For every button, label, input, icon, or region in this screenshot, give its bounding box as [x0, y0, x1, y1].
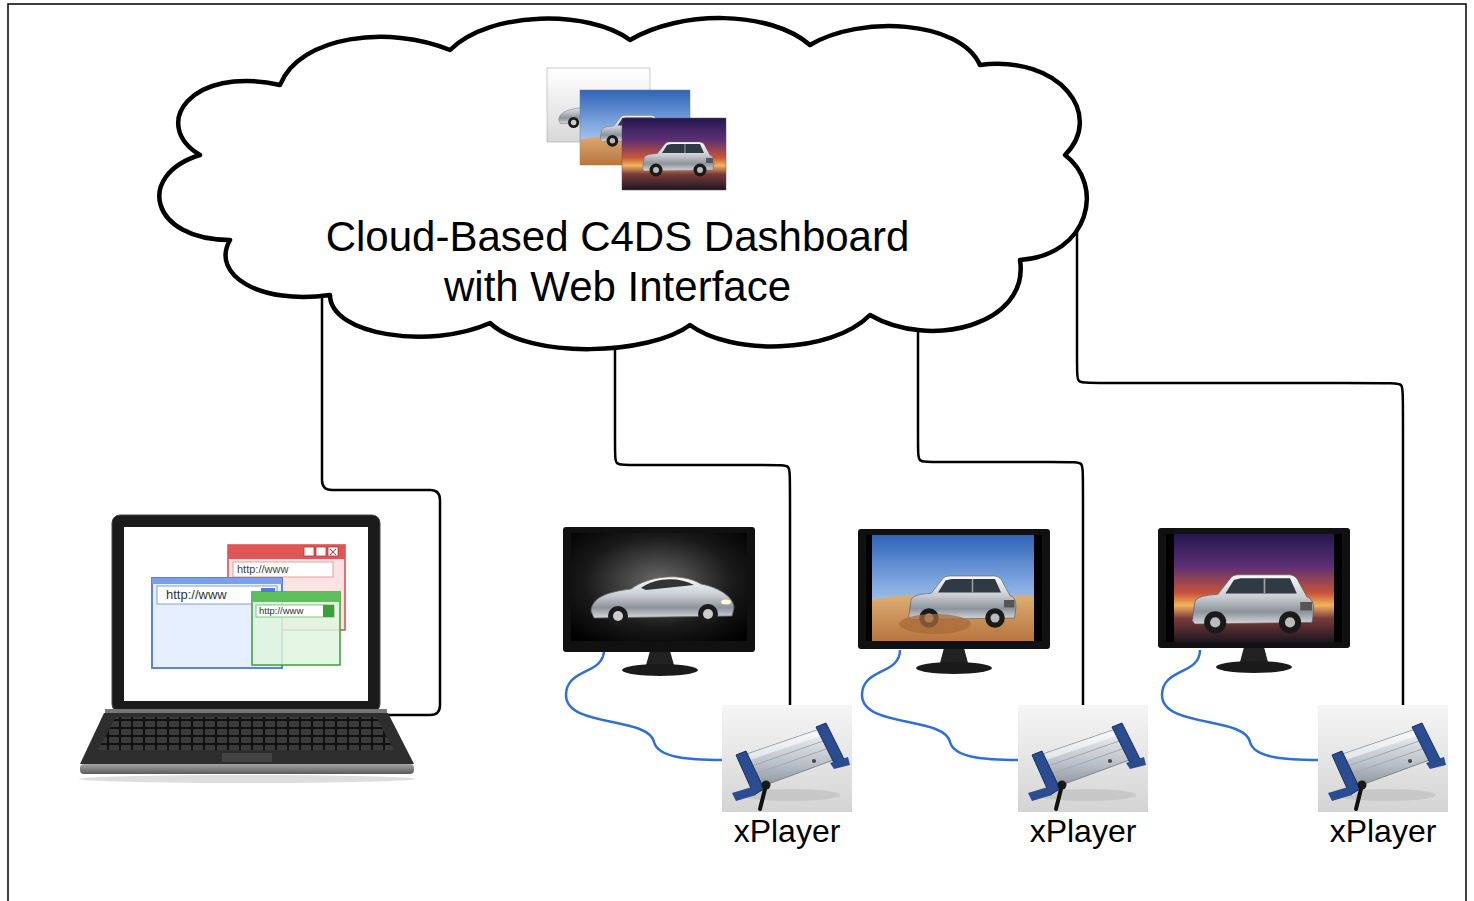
- display-monitor: [858, 529, 1050, 674]
- device-ridge: [1351, 748, 1425, 774]
- url-text: http://www: [237, 562, 288, 577]
- device-flange: [830, 757, 850, 769]
- xplayer-photo: [1018, 705, 1148, 812]
- close-cross: [330, 549, 336, 555]
- device-label: xPlayer: [734, 813, 841, 850]
- device-endcap: [1412, 723, 1440, 763]
- xplayer-device: xPlayer: [722, 705, 852, 850]
- video-cable: [862, 650, 1018, 760]
- xplayer-device: xPlayer: [1318, 705, 1448, 850]
- monitor-neck: [1240, 647, 1268, 662]
- cloud-title: Cloud-Based C4DS Dashboard with Web Inte…: [308, 212, 928, 312]
- window-button: [316, 547, 326, 556]
- url-bar: [256, 605, 334, 617]
- screen-photo: [1174, 534, 1334, 642]
- device-ridge: [755, 748, 829, 774]
- monitor-neck: [646, 651, 674, 665]
- laptop-base: [80, 713, 414, 764]
- photo-ground: [722, 705, 852, 812]
- cloud-ground: [159, 18, 1086, 349]
- monitor-screen: [866, 535, 1042, 641]
- display-monitor: [563, 527, 755, 676]
- monitor-screen: [571, 533, 747, 641]
- monitor-neck: [940, 648, 968, 663]
- monitor-bezel: [858, 529, 1050, 649]
- laptop-touchpad: [222, 753, 272, 762]
- screen-photo: [872, 535, 1034, 641]
- video-cable: [1162, 650, 1318, 760]
- laptop-keyboard: [98, 717, 394, 750]
- device-ridge: [1051, 748, 1125, 774]
- window-titlebar: [228, 545, 345, 559]
- go-button: [323, 605, 334, 617]
- device-endcap: [1112, 723, 1140, 763]
- window-titlebar: [152, 578, 282, 584]
- cloud-shape: [159, 18, 1086, 349]
- antenna-base: [1358, 781, 1367, 790]
- car-figure: [591, 577, 734, 626]
- page-frame: [8, 4, 1466, 901]
- device-label: xPlayer: [1330, 813, 1437, 850]
- device-led: [1408, 759, 1412, 763]
- monitor-base: [916, 662, 992, 674]
- monitor-bezel: [563, 527, 755, 652]
- monitor-base: [1216, 661, 1292, 673]
- antenna-base: [762, 781, 771, 790]
- suv-figure: [643, 142, 715, 177]
- device-flange: [732, 787, 756, 801]
- photo-ground: [1018, 705, 1148, 812]
- photo-frame: [622, 118, 726, 190]
- device-label: xPlayer: [1030, 813, 1137, 850]
- laptop-lip: [80, 764, 414, 774]
- device-flange: [1328, 787, 1352, 801]
- browser-window: [252, 592, 340, 665]
- photo-thumbnail: [622, 118, 726, 190]
- laptop-computer: [79, 515, 415, 783]
- device-flange: [1028, 787, 1052, 801]
- antenna-base: [1058, 781, 1067, 790]
- device-led: [1108, 759, 1112, 763]
- cloud-dashboard: Cloud-Based C4DS Dashboard with Web Inte…: [130, 5, 1105, 355]
- url-text: http://www: [166, 586, 227, 604]
- display-monitor: [1158, 528, 1350, 673]
- video-cable: [566, 650, 722, 760]
- window-button: [304, 547, 314, 556]
- window-button: [328, 547, 338, 556]
- laptop-shadow: [79, 775, 415, 783]
- suv-figure: [1192, 575, 1314, 634]
- xplayer-device: xPlayer: [1018, 705, 1148, 850]
- window-frame: [252, 592, 340, 665]
- device-flange: [1126, 757, 1146, 769]
- url-bar: [233, 562, 333, 577]
- laptop-screen: [124, 527, 368, 701]
- xplayer-photo: [722, 705, 852, 812]
- photo-ground: [1318, 705, 1448, 812]
- device-flange: [1426, 757, 1446, 769]
- monitor-base: [622, 664, 698, 676]
- monitor-screen: [1166, 534, 1342, 642]
- photo-stack: [547, 68, 726, 190]
- url-text: http://www: [259, 605, 303, 617]
- device-endcap: [816, 723, 844, 763]
- video-cables: [566, 650, 1318, 760]
- window-titlebar: [252, 592, 340, 602]
- xplayer-photo: [1318, 705, 1448, 812]
- sand-dust: [899, 614, 971, 634]
- network-link: [1077, 205, 1403, 705]
- device-led: [812, 759, 816, 763]
- monitor-bezel: [1158, 528, 1350, 648]
- laptop-bezel: [112, 515, 380, 712]
